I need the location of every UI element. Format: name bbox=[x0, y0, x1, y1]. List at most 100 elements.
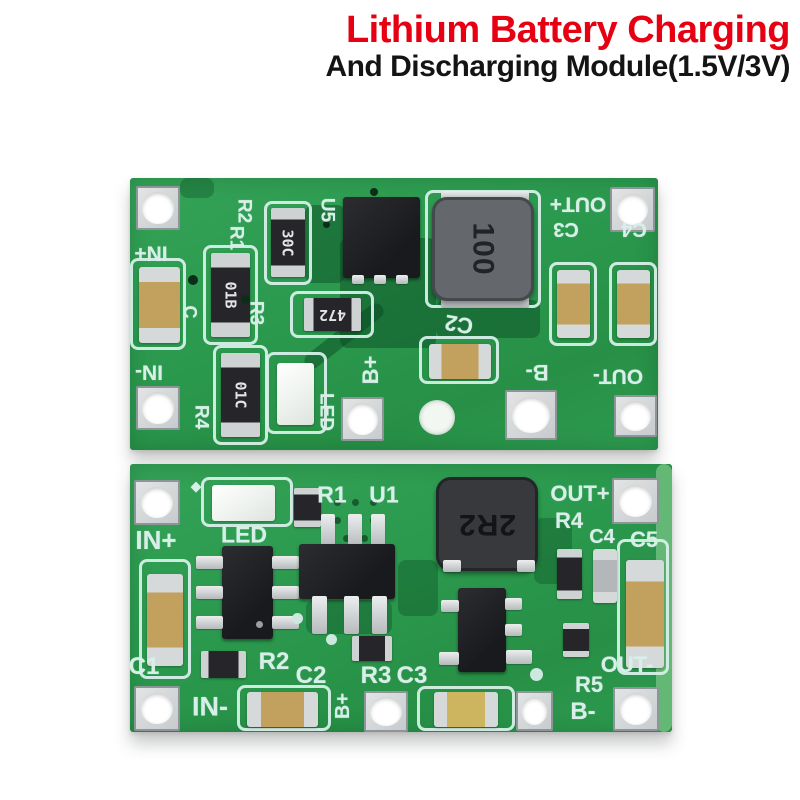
silk-label-c: C bbox=[180, 305, 200, 319]
via-dot bbox=[352, 499, 359, 506]
solder-pin bbox=[272, 586, 299, 599]
resistor: 01C bbox=[221, 353, 260, 437]
mount-hole-pad bbox=[610, 187, 655, 232]
silk-dot bbox=[292, 613, 303, 624]
silk-dot bbox=[326, 634, 337, 645]
resistor: 472 bbox=[304, 298, 361, 331]
capacitor-c2 bbox=[247, 692, 318, 727]
via-dot bbox=[323, 221, 330, 228]
solder-pin bbox=[372, 596, 387, 634]
capacitor-c3 bbox=[434, 692, 498, 727]
silk-label-c3: C3 bbox=[553, 218, 579, 240]
silkscreen-outline bbox=[264, 201, 312, 285]
solder-pin bbox=[441, 191, 529, 201]
silk-label-led: LED bbox=[221, 521, 267, 548]
solder-pin bbox=[196, 586, 223, 599]
silk-label-led: LED bbox=[315, 393, 337, 431]
silk-label-u1: U1 bbox=[369, 481, 399, 508]
silk-label-b: B- bbox=[525, 360, 549, 385]
silkscreen-outline bbox=[203, 245, 258, 345]
ic-sot23 bbox=[458, 588, 506, 672]
solder-pin bbox=[505, 598, 522, 610]
silk-label-r5: R5 bbox=[574, 672, 604, 697]
silk-label-b: B- bbox=[570, 698, 596, 725]
mount-hole-pad bbox=[614, 395, 657, 437]
solder-pin bbox=[344, 596, 359, 634]
resistor-r3 bbox=[352, 636, 392, 661]
silkscreen-outline bbox=[549, 262, 597, 346]
page-title-line2: And Discharging Module(1.5V/3V) bbox=[325, 50, 790, 84]
resistor: 30C bbox=[271, 208, 305, 277]
silk-label-b: B+ bbox=[332, 692, 354, 720]
ic-u5 bbox=[343, 197, 420, 278]
resistor-r5 bbox=[563, 623, 589, 657]
diamond-marker: ◆ bbox=[191, 478, 201, 494]
silk-label-r1: R1 bbox=[225, 225, 247, 251]
via-dot bbox=[334, 517, 341, 524]
silk-label-c5: C5 bbox=[629, 527, 659, 552]
mount-hole-pad bbox=[136, 186, 180, 230]
resistor-r4 bbox=[557, 549, 582, 599]
silk-label-r2: R2 bbox=[258, 648, 290, 675]
solder-pin bbox=[443, 560, 461, 572]
silk-label-u5: U5 bbox=[316, 197, 338, 223]
capacitor-c5 bbox=[626, 560, 664, 668]
solder-pad bbox=[419, 400, 455, 435]
via-dot bbox=[188, 275, 198, 285]
solder-pin bbox=[352, 275, 364, 284]
silkscreen-outline bbox=[609, 262, 657, 346]
silk-label-out: OUT+ bbox=[550, 481, 610, 506]
silk-label-out: OUT- bbox=[592, 364, 644, 388]
silk-label-c2: C2 bbox=[442, 309, 475, 340]
solder-pin bbox=[441, 297, 529, 307]
silkscreen-outline bbox=[201, 477, 293, 527]
silk-label-in: IN- bbox=[135, 360, 163, 384]
solder-pin bbox=[505, 624, 522, 636]
mount-hole-pad bbox=[136, 386, 180, 430]
solder-pin bbox=[396, 275, 408, 284]
silk-label-r2: R2 bbox=[233, 198, 255, 224]
led bbox=[277, 363, 314, 425]
silkscreen-outline bbox=[139, 559, 191, 679]
mount-hole-pad bbox=[612, 478, 659, 524]
silk-label-c2: C2 bbox=[295, 662, 327, 689]
silkscreen-outline bbox=[617, 539, 669, 675]
via-dot bbox=[370, 499, 377, 506]
inductor-marking: 100 bbox=[467, 222, 500, 276]
inductor-100: 100 bbox=[432, 197, 534, 301]
via-dot bbox=[343, 535, 350, 542]
silk-label-r3: R3 bbox=[360, 662, 392, 689]
via-dot bbox=[241, 295, 250, 304]
silk-label-r1: R1 bbox=[317, 481, 347, 508]
silk-label-in: IN- bbox=[192, 691, 228, 722]
mount-hole-pad bbox=[613, 687, 659, 731]
silk-label-r4: R4 bbox=[554, 508, 584, 533]
pad-b-minus bbox=[505, 390, 557, 440]
resistor-marking: 30C bbox=[279, 228, 297, 257]
silk-label-c4: C4 bbox=[589, 526, 615, 548]
silkscreen-outline bbox=[130, 258, 186, 350]
page-title-line1: Lithium Battery Charging bbox=[345, 9, 791, 51]
resistor-marking: 01C bbox=[231, 381, 250, 409]
pin1-dot bbox=[256, 621, 263, 628]
via-dot bbox=[361, 535, 368, 542]
solder-pin bbox=[371, 514, 385, 547]
solder-pin bbox=[348, 514, 362, 547]
silk-label-r4: R4 bbox=[190, 404, 212, 430]
copper-trace-area bbox=[398, 560, 438, 616]
solder-pin bbox=[517, 560, 535, 572]
silk-label-in: IN+ bbox=[134, 241, 168, 265]
silkscreen-outline bbox=[237, 685, 331, 731]
capacitor-c1 bbox=[139, 267, 180, 343]
ic-6pin bbox=[222, 546, 273, 639]
silk-label-c4: C4 bbox=[621, 218, 647, 240]
pad-b-plus bbox=[341, 397, 384, 441]
solder-pin bbox=[441, 600, 459, 612]
resistor-marking: 472 bbox=[318, 305, 347, 324]
resistor-r1 bbox=[294, 488, 321, 527]
inductor-marking: 2R2 bbox=[457, 508, 517, 541]
silkscreen-outline bbox=[419, 336, 499, 384]
silk-dot bbox=[530, 668, 543, 681]
